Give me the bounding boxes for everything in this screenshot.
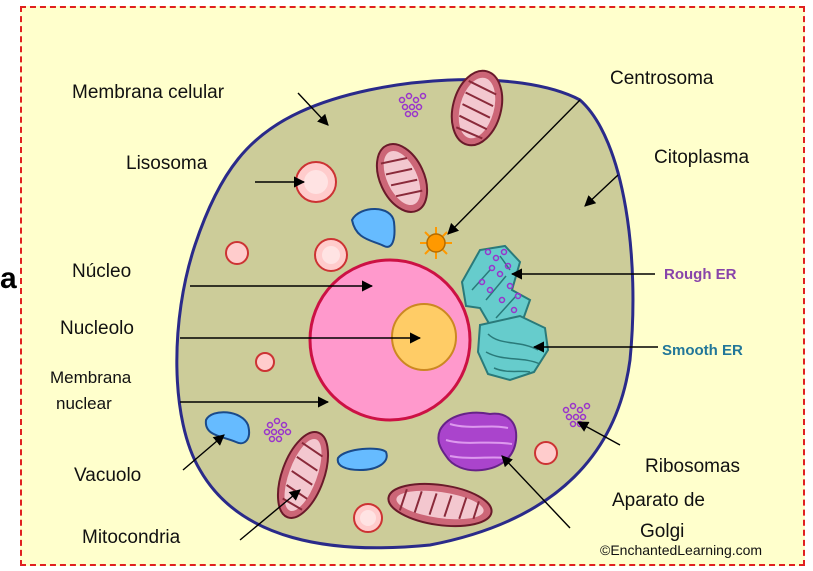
lysosome — [226, 242, 248, 264]
copyright-credit: ©EnchantedLearning.com — [600, 542, 762, 558]
label-aparato-line1: Aparato de — [612, 490, 705, 511]
label-ribosomas: Ribosomas — [645, 456, 740, 477]
label-membrana-nuclear-line2: nuclear — [56, 394, 112, 413]
label-rough-er: Rough ER — [664, 266, 737, 283]
lysosome — [354, 504, 382, 532]
lysosome — [256, 353, 274, 371]
label-membrana-nuclear-line1: Membrana — [50, 368, 132, 387]
label-smooth-er: Smooth ER — [662, 342, 743, 359]
lysosome — [315, 239, 347, 271]
label-lisosoma: Lisosoma — [126, 153, 208, 174]
label-membrana-celular: Membrana celular — [72, 82, 225, 103]
nucleolus — [392, 304, 456, 370]
label-vacuolo: Vacuolo — [74, 465, 141, 486]
label-centrosoma: Centrosoma — [610, 68, 714, 89]
vacuole — [338, 449, 387, 470]
golgi-apparatus — [438, 413, 516, 471]
label-aparato-line2: Golgi — [640, 521, 684, 542]
label-nucleolo: Nucleolo — [60, 318, 134, 339]
label-nucleo: Núcleo — [72, 261, 131, 282]
label-citoplasma: Citoplasma — [654, 147, 749, 168]
lysosome — [535, 442, 557, 464]
label-mitocondria: Mitocondria — [82, 527, 181, 548]
